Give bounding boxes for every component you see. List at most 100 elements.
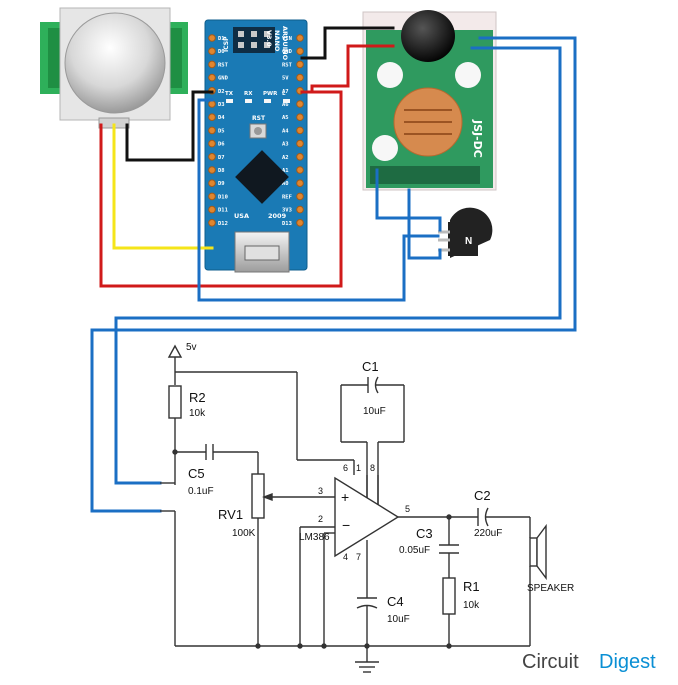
- right-pin-pad: [296, 34, 304, 42]
- right-pin-pad: [296, 219, 304, 227]
- module-copper-traces: [404, 109, 452, 135]
- schematic: [160, 344, 547, 673]
- year-label: 2009: [268, 212, 287, 220]
- right-pin-pad: [296, 205, 304, 214]
- right-pin-pad: [296, 126, 304, 135]
- left-pin-pad: [208, 34, 216, 42]
- left-pin-pad: [208, 60, 216, 69]
- ic-pin-7: 7: [356, 552, 361, 562]
- led: [245, 99, 252, 103]
- right-pin-label: A1: [282, 168, 289, 174]
- r2-name: R2: [189, 390, 206, 405]
- npn-transistor: N: [438, 207, 493, 258]
- sound-module: JSJ-DC: [362, 10, 497, 191]
- ic-pin-5: 5: [405, 504, 410, 514]
- arduino-model: NANO: [273, 30, 281, 52]
- ic-pin-3: 3: [318, 486, 323, 496]
- transistor-case: [448, 222, 478, 256]
- usb-port: [244, 245, 280, 261]
- right-pin-label: A0: [282, 181, 289, 187]
- right-pin-pad: [296, 73, 304, 82]
- left-pin-pad: [208, 139, 216, 148]
- left-pin-pad: [208, 73, 216, 82]
- brand-logo: Circuit Digest: [522, 651, 656, 673]
- icsp-pin: [264, 42, 270, 48]
- ic-pin-4: 4: [343, 552, 348, 562]
- right-pin-label: 3V3: [282, 208, 292, 214]
- ic-minus: −: [342, 517, 350, 533]
- left-pin-pad: [208, 219, 216, 227]
- right-pin-pad: [296, 166, 304, 174]
- icsp-pin: [264, 31, 270, 37]
- left-pin-label: D9: [218, 181, 225, 187]
- icsp-pin: [251, 31, 257, 37]
- r2-value: 10k: [189, 408, 206, 419]
- left-pin-label: D8: [218, 168, 225, 174]
- right-pin-label: RST: [282, 62, 293, 68]
- icsp-label: ICSP: [223, 36, 230, 52]
- wire-audio-out-2: [114, 46, 562, 485]
- reset-button-cap: [254, 127, 262, 135]
- module-edge-strip: [370, 166, 480, 184]
- left-pin-label: GND: [218, 76, 229, 82]
- chip-blob: [401, 10, 455, 62]
- led-label: RX: [244, 91, 253, 97]
- right-pin-label: A7: [282, 89, 289, 95]
- pir-dome: [64, 12, 166, 114]
- left-pin-pad: [208, 179, 216, 187]
- arduino-version: V3.0: [265, 30, 273, 47]
- module-label: JSJ-DC: [471, 119, 484, 158]
- right-pin-label: A3: [282, 142, 289, 148]
- reset-label: RST: [252, 115, 266, 122]
- junction-2: [297, 643, 303, 649]
- transistor-mark: N: [465, 236, 472, 247]
- module-pad-2: [455, 62, 481, 88]
- led-label: TX: [225, 91, 234, 97]
- speaker-cone: [536, 523, 547, 581]
- junction-4: [364, 643, 370, 649]
- r1-name: R1: [463, 579, 480, 594]
- left-pin-label: D3: [218, 102, 225, 108]
- right-pin-label: A5: [282, 115, 289, 121]
- c1-name: C1: [362, 359, 379, 374]
- led: [283, 99, 290, 103]
- left-pin-pad: [208, 166, 216, 174]
- left-pin-label: RST: [218, 62, 229, 68]
- left-pin-label: D1: [218, 36, 225, 42]
- icsp-pin: [251, 42, 257, 48]
- left-pin-label: D5: [218, 128, 225, 134]
- schematic-labels: 5v R2 10k C1 10uF C5 0.1uF RV1 100K LM38…: [186, 342, 574, 625]
- right-pin-pad: [296, 47, 304, 56]
- ic-pin-1: 1: [356, 463, 361, 473]
- right-pin-label: REF: [282, 194, 292, 200]
- c1-plate-2: [374, 376, 379, 394]
- rv1-name: RV1: [218, 507, 243, 522]
- r1-value: 10k: [463, 600, 480, 611]
- icsp-pin: [238, 42, 244, 48]
- speaker-label: SPEAKER: [527, 583, 574, 594]
- right-pin-label: A2: [282, 155, 289, 161]
- supply-label: 5v: [186, 342, 197, 353]
- wire-audio-out-1: [90, 36, 577, 513]
- left-pin-label: D12: [218, 221, 228, 227]
- wire-module-emitter: [407, 188, 442, 260]
- right-pin-pad: [296, 113, 304, 121]
- c4-name: C4: [387, 594, 404, 609]
- right-pin-label: A4: [282, 128, 289, 134]
- junction-6: [446, 514, 452, 520]
- speaker-coil: [529, 537, 538, 567]
- left-pin-pad: [208, 205, 216, 214]
- left-pin-pad: [208, 153, 216, 161]
- r2-resistor: [168, 385, 182, 419]
- right-pin-label: D13: [282, 221, 292, 227]
- icsp-pin: [238, 31, 244, 37]
- brand-part2: Digest: [599, 651, 656, 673]
- left-pin-pad: [208, 100, 216, 108]
- c1-value: 10uF: [363, 406, 386, 417]
- pir-board-shadow-left: [48, 28, 62, 88]
- c4-plate-2: [356, 604, 378, 609]
